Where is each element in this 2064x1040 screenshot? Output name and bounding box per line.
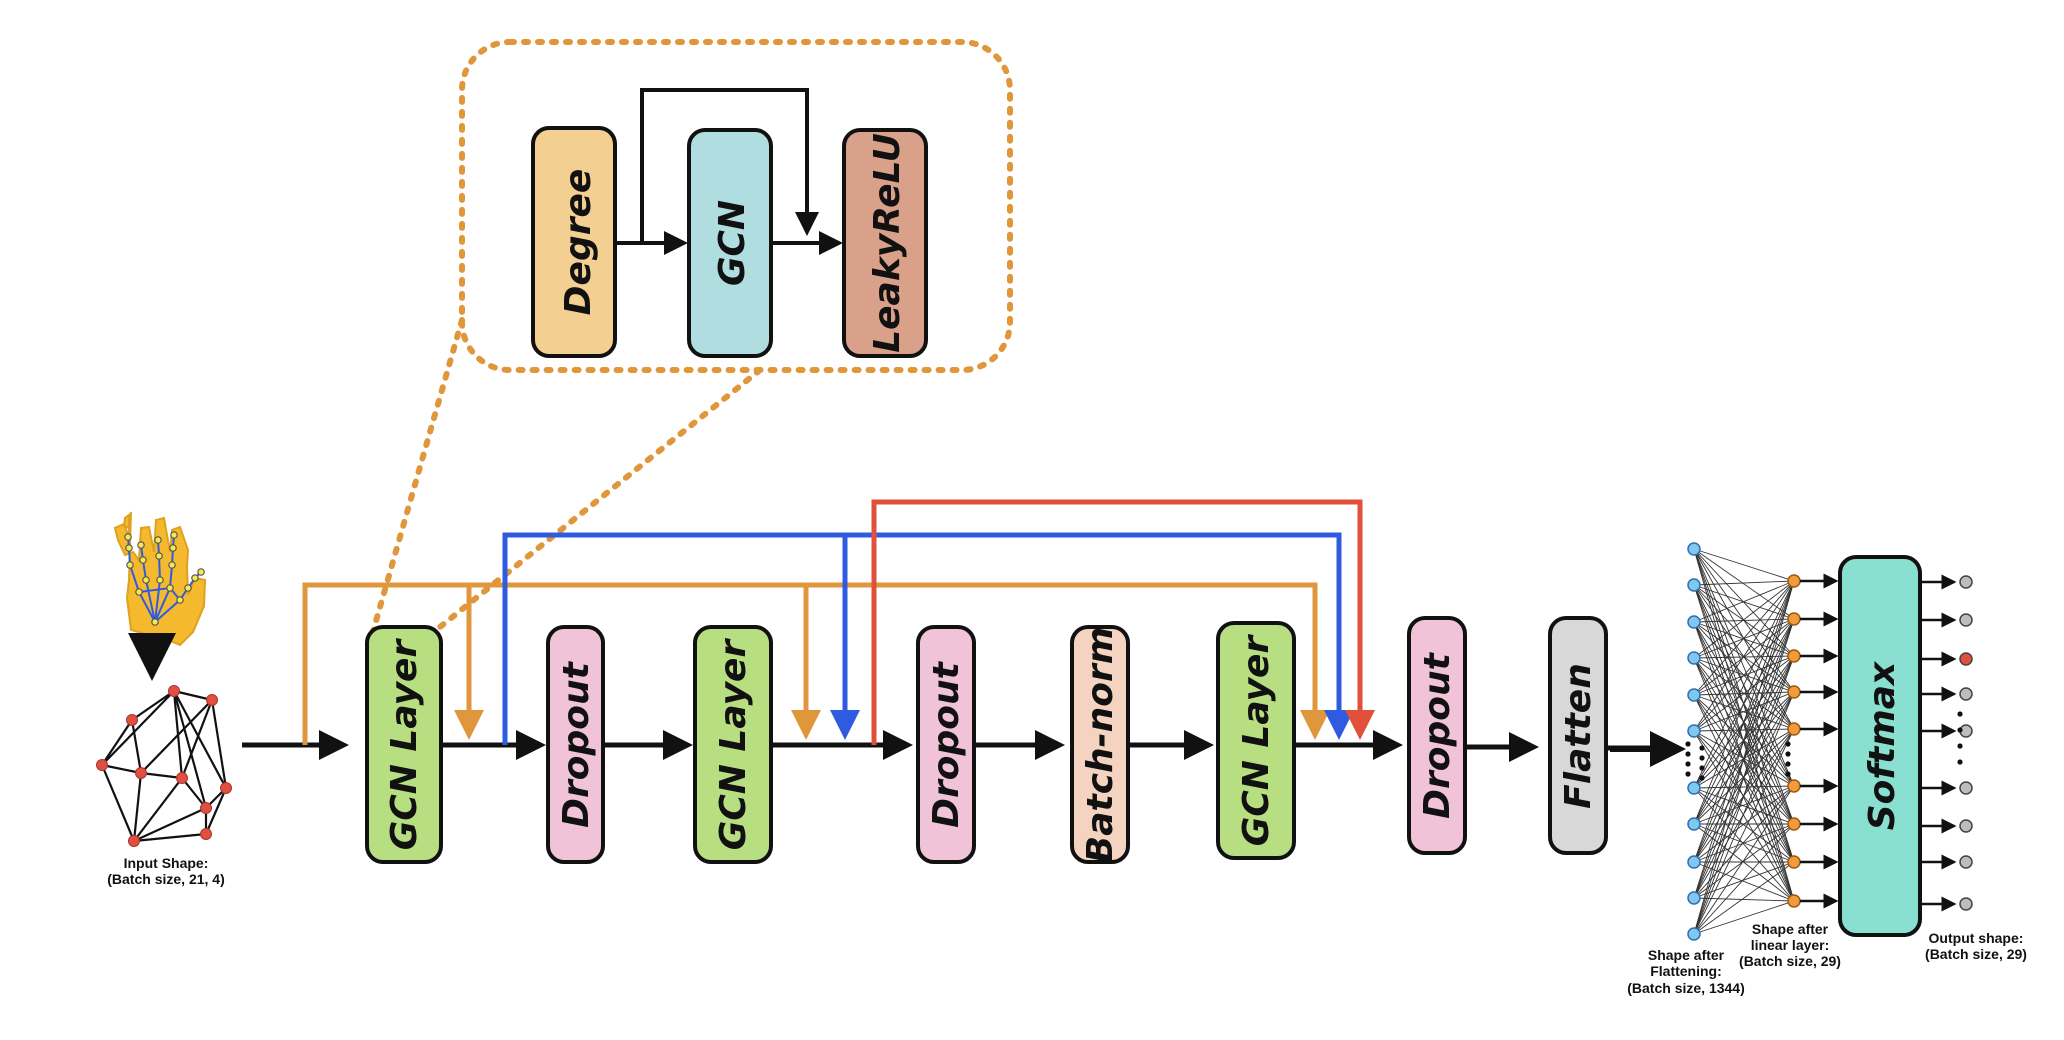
block-batch-norm: Batch-norm (1070, 625, 1130, 864)
flatten-node (1687, 688, 1701, 702)
block-dropout-2-label: Dropout (926, 660, 967, 828)
block-softmax: Softmax (1838, 555, 1922, 937)
linear-node (1787, 685, 1801, 699)
ellipsis-dot (1785, 741, 1791, 747)
flatten-node (1687, 615, 1701, 629)
flatten-shape-line2: Flattening: (1650, 963, 1722, 979)
ellipsis-dot (1785, 771, 1791, 777)
output-node (1959, 897, 1973, 911)
flatten-node (1687, 781, 1701, 795)
block-gcn-layer-1: GCN Layer (365, 625, 443, 864)
output-node (1959, 855, 1973, 869)
block-gcn-layer-3-label: GCN Layer (1236, 634, 1277, 847)
inset-block-leakyrelu-label: LeakyReLU (867, 133, 908, 353)
flatten-node (1687, 855, 1701, 869)
output-node (1959, 819, 1973, 833)
ellipsis-dot (1957, 711, 1963, 717)
ellipsis-dot (1699, 745, 1705, 751)
ellipsis-dot (1957, 743, 1963, 749)
inset-block-gcn-label: GCN (712, 200, 753, 286)
block-dropout-3: Dropout (1407, 616, 1467, 855)
inset-block-degree: Degree (531, 126, 617, 358)
linear-node (1787, 894, 1801, 908)
inset-block-leakyrelu: LeakyReLU (842, 128, 928, 358)
output-shape-line1: Output shape: (1929, 930, 2024, 946)
output-shape-line2: (Batch size, 29) (1925, 946, 2027, 962)
output-node (1959, 613, 1973, 627)
inset-block-gcn: GCN (687, 128, 773, 358)
linear-node (1787, 779, 1801, 793)
skip-orange-3 (806, 582, 1330, 740)
graph-icon (96, 685, 232, 847)
ellipsis-dot (1957, 759, 1963, 765)
inset-block-degree-label: Degree (558, 169, 599, 316)
linear-node (1787, 649, 1801, 663)
flatten-shape-line3: (Batch size, 1344) (1627, 980, 1745, 996)
skip-blue-2 (845, 532, 1354, 740)
ellipsis-dot (1699, 755, 1705, 761)
block-batch-norm-label: Batch-norm (1080, 627, 1121, 863)
output-node (1959, 781, 1973, 795)
ellipsis-dot (1685, 741, 1691, 747)
output-node (1959, 687, 1973, 701)
ellipsis-dot (1957, 727, 1963, 733)
linear-node (1787, 722, 1801, 736)
flatten-node (1687, 891, 1701, 905)
flatten-node (1687, 542, 1701, 556)
ellipsis-dot (1785, 761, 1791, 767)
arrow-inset-skip (640, 88, 819, 243)
linear-node (1787, 817, 1801, 831)
block-flatten: Flatten (1548, 616, 1608, 855)
ellipsis-dot (1685, 751, 1691, 757)
block-softmax-label: Softmax (1862, 660, 1903, 830)
zoom-connector-right (427, 367, 763, 638)
ellipsis-dot (1699, 765, 1705, 771)
block-dropout-2: Dropout (916, 625, 976, 864)
flatten-node (1687, 651, 1701, 665)
output-node-active (1959, 652, 1973, 666)
block-gcn-layer-2: GCN Layer (693, 625, 773, 864)
linear-node (1787, 612, 1801, 626)
block-gcn-layer-3: GCN Layer (1216, 621, 1296, 860)
ellipsis-dot (1785, 751, 1791, 757)
inset-border (459, 39, 1013, 373)
block-dropout-1: Dropout (546, 625, 605, 864)
skip-blue-1 (502, 532, 860, 745)
dense-network (1685, 542, 1973, 941)
skip-orange-1 (302, 582, 484, 745)
linear-shape-line2: linear layer: (1751, 937, 1830, 953)
skip-red-1 (871, 499, 1375, 745)
ellipsis-dot (1699, 775, 1705, 781)
flatten-shape-line1: Shape after (1648, 947, 1725, 963)
zoom-connector-left (369, 317, 465, 638)
main-flow (242, 730, 1686, 767)
ellipsis-dot (1685, 771, 1691, 777)
block-dropout-3-label: Dropout (1417, 651, 1458, 819)
linear-node (1787, 855, 1801, 869)
linear-shape-line1: Shape after (1752, 921, 1829, 937)
zoom-inset: Degree GCN LeakyReLU (369, 39, 1013, 638)
flatten-node (1687, 724, 1701, 738)
flatten-node (1687, 817, 1701, 831)
input-shape-value: (Batch size, 21, 4) (107, 871, 225, 887)
flatten-node (1687, 927, 1701, 941)
ellipsis-dot (1685, 761, 1691, 767)
block-dropout-1-label: Dropout (556, 660, 597, 828)
flatten-node (1687, 578, 1701, 592)
hand-landmarks-icon (113, 511, 207, 647)
block-gcn-layer-1-label: GCN Layer (384, 638, 425, 851)
output-node (1959, 575, 1973, 589)
block-flatten-label: Flatten (1558, 663, 1599, 809)
block-gcn-layer-2-label: GCN Layer (713, 638, 754, 851)
linear-node (1787, 574, 1801, 588)
input-shape-title: Input Shape: (124, 855, 209, 871)
linear-shape-line3: (Batch size, 29) (1739, 953, 1841, 969)
